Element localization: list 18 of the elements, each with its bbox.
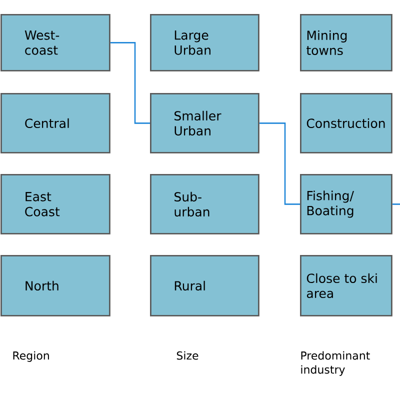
column-label: Region	[13, 351, 49, 362]
category-box: Construction	[300, 93, 392, 154]
category-box: Fishing/ Boating	[300, 174, 392, 234]
column-label: Predominant industry	[301, 351, 370, 376]
connector-line	[392, 204, 400, 205]
category-box: Smaller Urban	[150, 93, 260, 154]
category-box: Central	[0, 93, 110, 154]
connector-line	[259, 122, 300, 205]
category-box: Close to ski area	[300, 255, 392, 316]
category-box: Mining towns	[300, 14, 392, 72]
category-box: East Coast	[0, 174, 110, 234]
connector-line	[110, 42, 150, 124]
category-box: Large Urban	[150, 14, 260, 72]
category-box: Rural	[150, 255, 260, 316]
column-label: Size	[176, 351, 198, 360]
category-box: North	[0, 255, 110, 316]
category-box: Sub-urban	[150, 174, 260, 234]
category-box: West-coast	[0, 14, 110, 72]
